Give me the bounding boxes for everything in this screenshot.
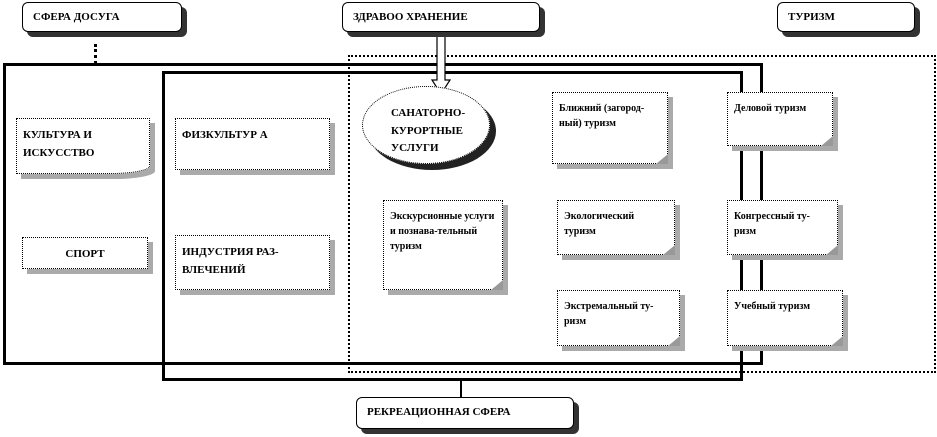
page-fold-icon [491,280,503,290]
node-sanatorium: САНАТОРНО-КУРОРТНЫЕ УСЛУГИ [362,86,490,164]
recreation-sphere-label: РЕКРЕАЦИОННАЯ СФЕРА [356,397,574,429]
node-text: Деловой туризм [734,103,807,114]
node-text: Экологический туризм [564,211,635,237]
leisure-connector [94,44,97,64]
tourism-label: ТУРИЗМ [777,2,915,32]
node-text: Конгрессный ту-ризм [734,211,810,237]
node-sport: СПОРТ [22,237,148,269]
tourism-frame [348,55,936,373]
page-fold-icon [668,336,680,346]
node-extreme: Экстремальный ту-ризм [557,290,680,346]
leisure-sphere-label: СФЕРА ДОСУГА [22,2,182,32]
page-fold-icon [831,336,843,346]
node-entertainment: ИНДУСТРИЯ РАЗ-ВЛЕЧЕНИЙ [175,235,330,290]
page-fold-icon [656,154,668,164]
node-text: КУЛЬТУРА И ИСКУССТВО [23,129,95,159]
node-culture: КУЛЬТУРА И ИСКУССТВО [16,118,150,174]
node-congress: Конгрессный ту-ризм [727,200,838,255]
node-eco: Экологический туризм [557,200,675,255]
healthcare-label: ЗДРАВОО ХРАНЕНИЕ [342,2,540,32]
node-text: Экскурсионные услуги и познава-тельный т… [390,211,495,252]
recreation-connector [460,381,462,397]
node-text: САНАТОРНО-КУРОРТНЫЕ УСЛУГИ [391,107,466,155]
node-text: ИНДУСТРИЯ РАЗ-ВЛЕЧЕНИЙ [182,246,279,276]
node-text: ФИЗКУЛЬТУР А [182,129,268,141]
node-study: Учебный туризм [727,290,843,346]
node-text: Экстремальный ту-ризм [564,301,654,327]
node-fitness: ФИЗКУЛЬТУР А [175,118,330,170]
page-fold-icon [821,136,833,146]
node-text: Учебный туризм [734,301,811,312]
page-fold-icon [826,245,838,255]
node-suburban: Ближний (загород-ный) туризм [552,92,668,164]
node-excursion: Экскурсионные услуги и познава-тельный т… [383,200,503,290]
page-fold-icon [663,245,675,255]
node-text: Ближний (загород-ный) туризм [559,103,645,129]
node-text: СПОРТ [65,248,105,260]
node-business: Деловой туризм [727,92,833,146]
